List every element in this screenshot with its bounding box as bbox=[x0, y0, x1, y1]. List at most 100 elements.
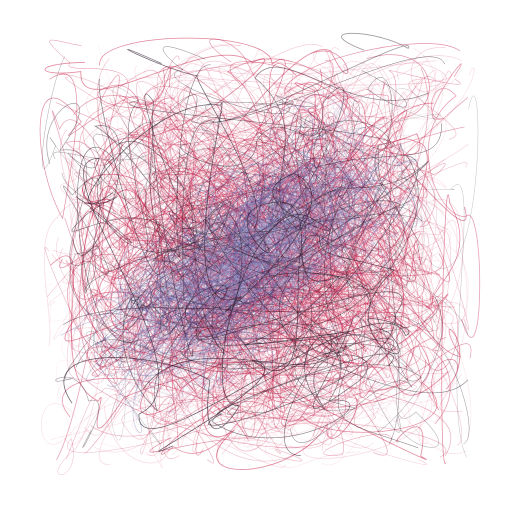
stroke bbox=[181, 48, 386, 324]
stroke bbox=[84, 123, 370, 396]
stroke bbox=[101, 219, 362, 325]
stroke bbox=[134, 141, 375, 317]
stroke bbox=[117, 147, 411, 427]
stroke bbox=[199, 105, 321, 306]
stroke bbox=[200, 111, 364, 284]
stroke bbox=[53, 133, 170, 324]
stroke bbox=[211, 172, 412, 293]
stroke bbox=[41, 56, 200, 294]
stroke bbox=[174, 180, 419, 449]
stroke bbox=[185, 197, 355, 313]
stroke bbox=[89, 143, 430, 397]
stroke bbox=[167, 166, 380, 339]
stroke bbox=[187, 160, 348, 308]
stroke bbox=[257, 202, 469, 381]
stroke bbox=[134, 64, 374, 426]
stroke bbox=[124, 218, 283, 351]
stroke bbox=[116, 186, 367, 353]
stroke bbox=[82, 185, 276, 362]
stroke bbox=[185, 149, 321, 365]
stroke bbox=[135, 60, 376, 362]
stroke bbox=[189, 149, 468, 306]
stroke bbox=[208, 191, 443, 358]
stroke bbox=[182, 142, 401, 276]
stroke bbox=[152, 86, 382, 235]
stroke bbox=[84, 158, 391, 399]
stroke bbox=[85, 76, 374, 331]
stroke bbox=[113, 127, 406, 348]
stroke bbox=[247, 190, 322, 302]
stroke bbox=[165, 213, 347, 318]
stroke bbox=[161, 164, 349, 392]
stroke bbox=[149, 109, 273, 254]
stroke bbox=[105, 206, 274, 365]
stroke bbox=[205, 251, 256, 341]
stroke bbox=[51, 111, 358, 441]
stroke bbox=[99, 108, 283, 198]
stroke bbox=[56, 86, 224, 461]
stroke bbox=[176, 103, 307, 263]
stroke bbox=[70, 212, 375, 404]
stroke bbox=[165, 221, 277, 359]
stroke bbox=[168, 246, 427, 461]
stroke bbox=[95, 116, 373, 384]
stroke bbox=[124, 92, 387, 394]
stroke bbox=[161, 185, 421, 428]
stroke bbox=[75, 98, 422, 415]
stroke bbox=[226, 163, 333, 252]
stroke bbox=[150, 32, 409, 355]
stroke bbox=[64, 77, 403, 340]
stroke bbox=[267, 177, 359, 353]
stroke bbox=[134, 102, 327, 396]
stroke bbox=[135, 101, 435, 399]
stroke bbox=[115, 143, 469, 381]
stroke bbox=[117, 181, 310, 316]
stroke bbox=[92, 69, 238, 373]
stroke bbox=[160, 112, 383, 373]
stroke bbox=[233, 237, 338, 313]
stroke bbox=[225, 138, 356, 305]
stroke bbox=[165, 93, 363, 264]
stroke bbox=[168, 188, 287, 416]
stroke bbox=[157, 199, 260, 358]
stroke bbox=[138, 171, 406, 446]
stroke bbox=[71, 54, 430, 353]
stroke bbox=[183, 156, 372, 341]
stroke bbox=[50, 181, 353, 429]
stroke bbox=[117, 161, 312, 311]
stroke bbox=[169, 63, 395, 452]
stroke bbox=[144, 164, 411, 337]
stroke bbox=[67, 56, 446, 310]
stroke bbox=[249, 156, 358, 287]
stroke bbox=[260, 109, 366, 350]
stroke bbox=[139, 261, 313, 366]
stroke bbox=[165, 165, 409, 333]
stroke bbox=[155, 38, 350, 392]
stroke bbox=[102, 126, 470, 331]
stroke bbox=[72, 125, 243, 329]
stroke bbox=[136, 81, 397, 437]
layer-dark-scribbles bbox=[41, 32, 479, 458]
stroke bbox=[114, 231, 346, 314]
stroke bbox=[137, 301, 256, 400]
stroke bbox=[140, 196, 445, 455]
stroke bbox=[129, 124, 464, 411]
stroke bbox=[242, 165, 446, 456]
stroke bbox=[156, 156, 334, 289]
stroke bbox=[239, 73, 367, 191]
stroke bbox=[99, 122, 269, 394]
stroke bbox=[168, 136, 445, 332]
stroke bbox=[306, 149, 405, 366]
stroke bbox=[228, 209, 414, 423]
stroke bbox=[127, 163, 317, 336]
stroke bbox=[187, 311, 447, 462]
stroke bbox=[90, 222, 337, 452]
stroke bbox=[116, 190, 276, 348]
stroke bbox=[55, 213, 371, 400]
stroke bbox=[137, 60, 437, 276]
stroke bbox=[142, 212, 364, 463]
stroke bbox=[110, 82, 467, 379]
stroke bbox=[158, 169, 451, 422]
stroke bbox=[165, 91, 392, 364]
stroke bbox=[170, 133, 319, 408]
